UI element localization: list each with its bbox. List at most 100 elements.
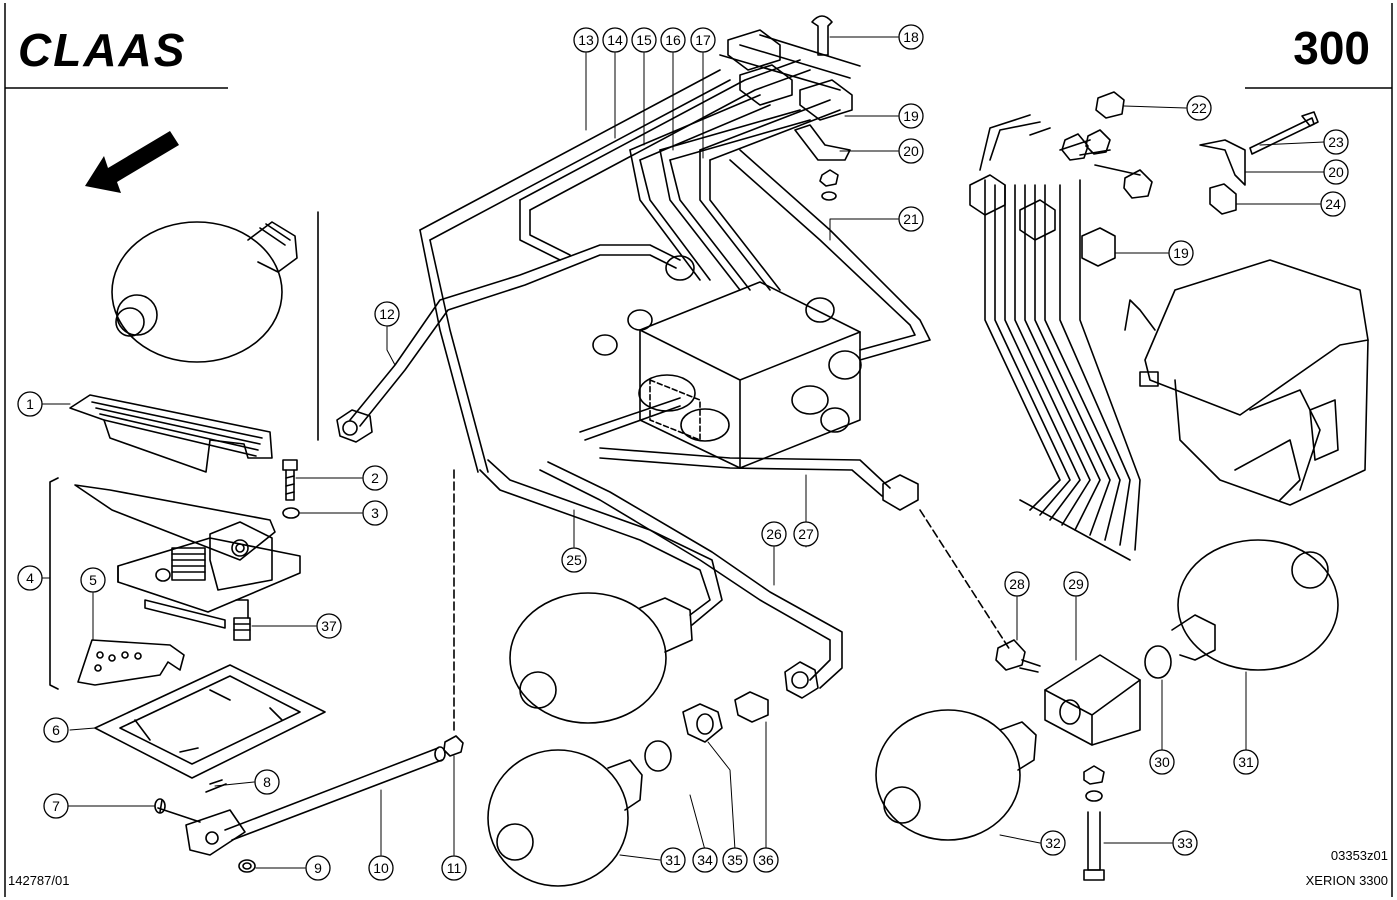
block-29 [1044,654,1141,746]
callout-4: 4 [17,565,43,591]
callout-32: 32 [1040,830,1066,856]
callout-15: 15 [631,27,657,53]
svg-text:29: 29 [1068,576,1084,592]
callouts: 1 2 3 4 5 6 7 8 9 10 11 12 13 14 15 16 1… [17,24,1349,881]
svg-text:26: 26 [766,526,782,542]
callout-1: 1 [17,391,43,417]
svg-text:31: 31 [1238,754,1254,770]
callout-27: 27 [793,521,819,547]
svg-text:23: 23 [1328,134,1344,150]
callout-7: 7 [43,793,69,819]
bolt-33 [1083,765,1105,881]
callout-12: 12 [374,301,400,327]
callout-13: 13 [573,27,599,53]
svg-text:34: 34 [697,852,713,868]
callout-22: 22 [1186,95,1212,121]
svg-text:11: 11 [447,860,462,876]
svg-text:14: 14 [607,32,623,48]
washer-3 [282,507,300,519]
svg-text:19: 19 [903,108,919,124]
svg-text:27: 27 [798,526,814,542]
callout-23: 23 [1323,129,1349,155]
pedal-assembly [49,477,301,690]
valve-37 [233,599,251,641]
svg-text:16: 16 [665,32,681,48]
callout-35: 35 [722,847,748,873]
frame [4,3,1393,897]
callout-29: 29 [1063,571,1089,597]
accumulator-right [1171,539,1339,671]
pipe-12 [336,244,681,443]
direction-arrow-icon [85,131,179,193]
leader-lines [41,36,1325,869]
svg-text:7: 7 [52,798,60,814]
washer-34 [644,740,672,772]
gasket [94,664,326,779]
svg-text:12: 12 [379,306,395,322]
svg-text:20: 20 [1328,164,1344,180]
svg-text:19: 19 [1173,245,1189,261]
callout-16: 16 [660,27,686,53]
callout-9: 9 [305,855,331,881]
callout-5: 5 [80,567,106,593]
svg-text:13: 13 [578,32,594,48]
callout-25: 25 [561,547,587,573]
callout-33: 33 [1172,830,1198,856]
svg-text:18: 18 [903,29,919,45]
pedal-rod [154,746,446,873]
svg-text:4: 4 [26,570,34,586]
callout-19: 19 [898,103,924,129]
callout-30: 30 [1149,749,1175,775]
callout-26: 26 [761,521,787,547]
callout-20-right: 20 [1323,159,1349,185]
callout-28: 28 [1004,571,1030,597]
svg-text:5: 5 [89,572,97,588]
callout-24: 24 [1320,191,1346,217]
svg-text:8: 8 [263,774,271,790]
svg-text:10: 10 [373,860,389,876]
svg-text:35: 35 [727,852,743,868]
o-ring-30 [1144,645,1172,679]
svg-text:28: 28 [1009,576,1025,592]
page-number: 300 [1293,22,1370,74]
callout-11: 11 [441,855,467,881]
callout-8: 8 [254,769,280,795]
doc-reference: 142787/01 [8,873,69,888]
svg-text:31: 31 [665,852,681,868]
svg-text:30: 30 [1154,754,1170,770]
callout-17: 17 [690,27,716,53]
svg-text:33: 33 [1177,835,1193,851]
clamps-top [727,15,853,201]
model-name: XERION 3300 [1306,873,1388,888]
drawing-code: 03353z01 [1331,848,1388,863]
fitting-28 [995,639,1041,673]
callout-20: 20 [898,138,924,164]
svg-text:15: 15 [636,32,652,48]
callout-18: 18 [898,24,924,50]
callout-37: 37 [316,613,342,639]
accumulator-top-left [111,211,319,441]
svg-text:22: 22 [1191,100,1207,116]
callout-19-right: 19 [1168,240,1194,266]
accumulator-middle [509,592,693,724]
drawing-artwork [41,15,1369,887]
accumulator-lower-middle [487,749,643,887]
svg-text:37: 37 [321,618,337,634]
svg-text:2: 2 [371,470,379,486]
callout-3: 3 [362,500,388,526]
accumulator-lower-right [875,709,1037,841]
svg-text:17: 17 [695,32,711,48]
callout-36: 36 [753,847,779,873]
pipe-bundle-upper [419,34,931,473]
svg-text:20: 20 [903,143,919,159]
callout-31-right: 31 [1233,749,1259,775]
svg-text:24: 24 [1325,196,1341,212]
svg-text:1: 1 [26,396,34,412]
bolt-2 [282,459,298,501]
svg-text:3: 3 [371,505,379,521]
svg-text:21: 21 [903,211,919,227]
pipe-bundle-right [969,91,1319,561]
svg-text:36: 36 [758,852,774,868]
callout-6: 6 [43,717,69,743]
